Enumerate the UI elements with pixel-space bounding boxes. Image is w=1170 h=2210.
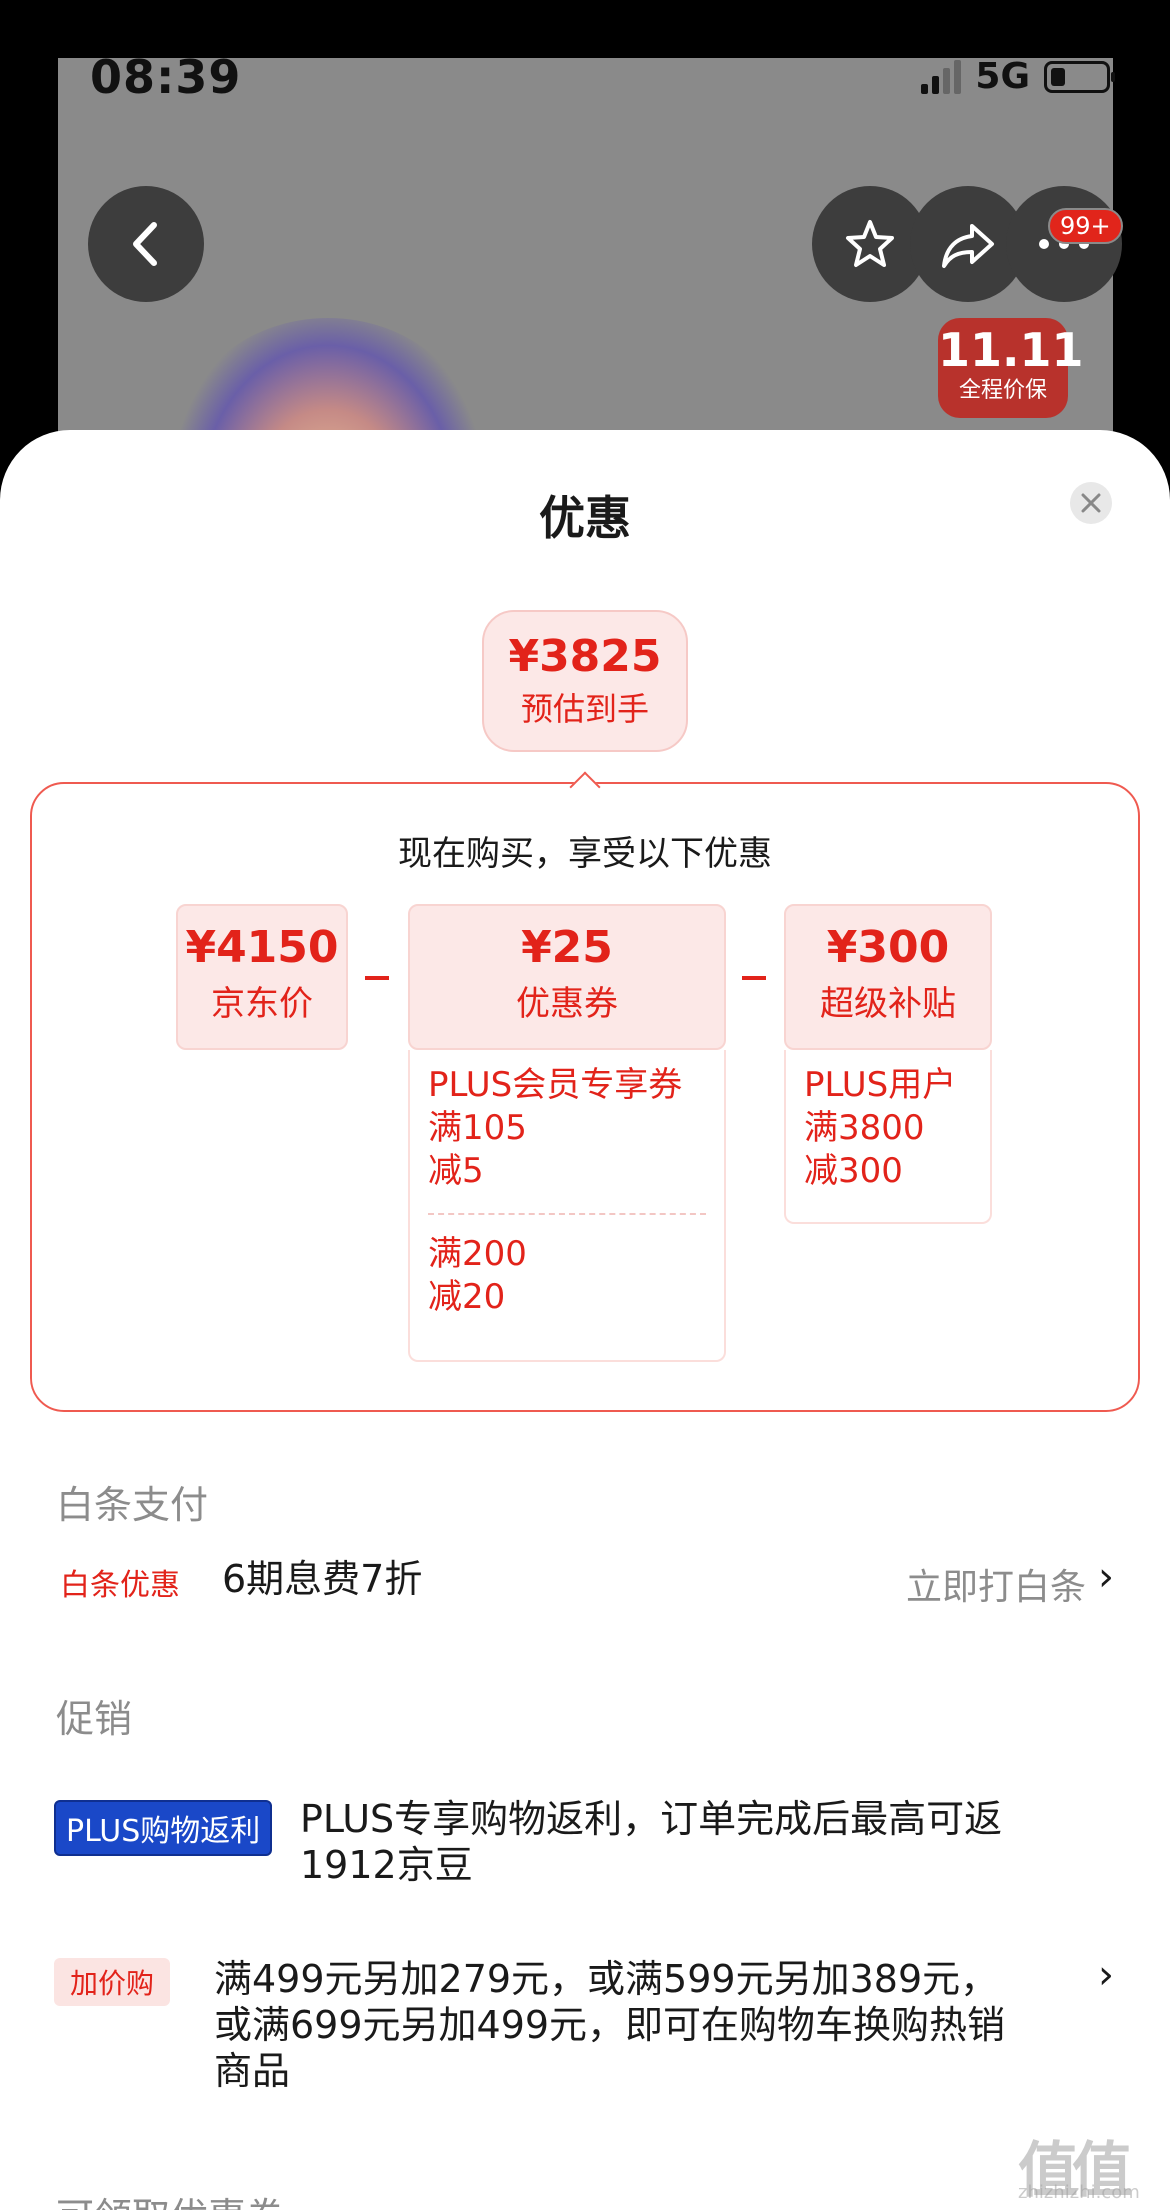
chevron-left-icon: [133, 222, 157, 266]
subsidy-label: 超级补贴: [820, 984, 956, 1024]
status-time: 08:39: [90, 50, 242, 104]
baitiao-offer-text: 6期息费7折: [222, 1557, 423, 1601]
network-type: 5G: [975, 56, 1030, 97]
plus-rebate-line: PLUS专享购物返利，订单完成后最高可返: [300, 1797, 1003, 1841]
breakdown-heading: 现在购买，享受以下优惠: [398, 834, 772, 874]
share-icon: [942, 224, 994, 268]
coupon-amount: ¥25: [521, 922, 613, 973]
status-icons: 5G: [921, 56, 1115, 97]
chevron-right-icon[interactable]: ›: [1098, 1554, 1114, 1600]
promo-tag-title: 11.11: [938, 323, 1084, 377]
baitiao-link[interactable]: 立即打白条: [906, 1567, 1087, 1608]
battery-icon: [1044, 60, 1115, 93]
message-count-badge: 99+: [1048, 208, 1123, 244]
plus-rebate-tag: PLUS购物返利: [54, 1800, 273, 1856]
coupon-label: 优惠券: [516, 984, 618, 1024]
watermark: 值值值: [1018, 2136, 1132, 2206]
close-button[interactable]: [1070, 482, 1112, 524]
signal-icon: [921, 59, 962, 94]
subsidy-amount: ¥300: [826, 922, 950, 973]
coupon-line: 减5: [428, 1151, 484, 1191]
coupon-line: 满200: [428, 1234, 527, 1274]
plus-rebate-line: 1912京豆: [300, 1843, 473, 1887]
watermark-url: zhizhizhi.com: [1018, 2182, 1140, 2203]
minus-sign: [742, 976, 766, 980]
jd-price: ¥4150: [185, 922, 339, 973]
coupon-line: PLUS会员专享券: [428, 1065, 683, 1105]
sheet-title: 优惠: [539, 491, 631, 545]
chevron-right-icon[interactable]: ›: [1098, 1952, 1114, 1998]
more-button[interactable]: [1006, 186, 1122, 302]
estimated-price-pill: ¥3825 预估到手: [482, 610, 688, 752]
star-icon: [846, 220, 894, 267]
add-on-line: 商品: [214, 2049, 291, 2093]
dashed-divider: [428, 1213, 706, 1215]
estimated-price-label: 预估到手: [520, 690, 649, 728]
discount-sheet: 优惠 ¥3825 预估到手 现在购买，享受以下优惠 ¥4150 京东价 ¥25 …: [0, 430, 1170, 2210]
jd-price-label: 京东价: [211, 984, 313, 1024]
add-on-line: 或满699元另加499元，即可在购物车换购热销: [214, 2003, 1006, 2047]
subsidy-details: PLUS用户 满3800 减300: [784, 1050, 992, 1224]
subsidy-line: 减300: [804, 1151, 903, 1191]
coupon-card: ¥25 优惠券: [408, 904, 726, 1050]
minus-sign: [365, 976, 389, 980]
coupon-details: PLUS会员专享券 满105 减5 满200 减20: [408, 1050, 726, 1362]
add-on-purchase-text[interactable]: 满499元另加279元，或满599元另加389元， 或满699元另加499元，即…: [214, 1956, 1005, 2094]
plus-rebate-text: PLUS专享购物返利，订单完成后最高可返 1912京豆: [300, 1796, 1002, 1888]
subsidy-line: 满3800: [804, 1108, 925, 1148]
baitiao-tag: 白条优惠: [60, 1568, 180, 1603]
estimated-price: ¥3825: [508, 631, 662, 682]
baitiao-section-title: 白条支付: [56, 1483, 209, 1527]
coupon-section-title: 可领取优惠券: [56, 2186, 284, 2210]
coupon-line: 满105: [428, 1108, 527, 1148]
add-on-purchase-tag: 加价购: [54, 1958, 171, 2006]
favorite-button[interactable]: [812, 186, 928, 302]
back-button[interactable]: [88, 186, 204, 302]
subsidy-card: ¥300 超级补贴: [784, 904, 992, 1050]
add-on-line: 满499元另加279元，或满599元另加389元，: [214, 1957, 999, 2001]
close-icon: [1081, 493, 1101, 513]
price-protection-tag[interactable]: 11.11 全程价保: [938, 318, 1084, 418]
coupon-line: 减20: [428, 1277, 506, 1317]
jd-price-card: ¥4150 京东价: [176, 904, 348, 1050]
promotion-section-title: 促销: [56, 1697, 133, 1741]
promo-tag-subtitle: 全程价保: [958, 378, 1047, 403]
subsidy-line: PLUS用户: [804, 1065, 957, 1105]
